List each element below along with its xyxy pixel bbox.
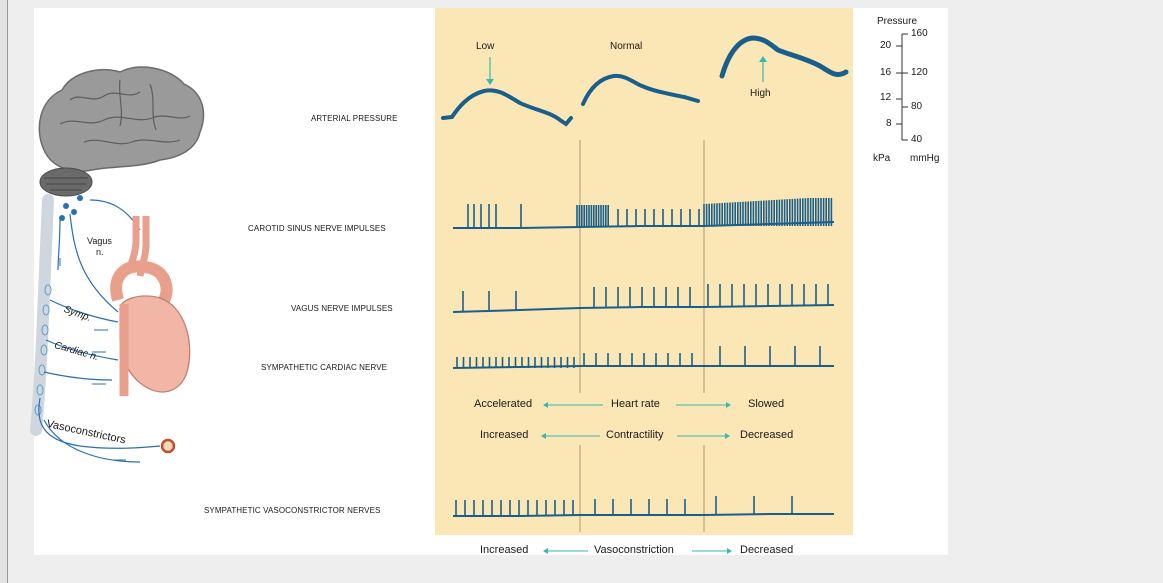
pressure-trace-normal [581,73,700,106]
contractility-right: Decreased [740,429,794,441]
low-label: Low [476,41,495,52]
vagus-baseline [452,304,835,313]
contractility-arrow-left-head [541,433,546,439]
nucleus-2 [71,209,77,215]
scale-kpa-8: 8 [886,118,892,129]
scale-kpa-unit: kPa [873,153,891,164]
scale-kpa-16: 16 [880,67,892,78]
cerebellum [39,167,93,197]
blood-vessel [160,438,176,454]
cardiac-nerve-2 [43,371,113,381]
vasoconstrictor-baseline [453,513,834,517]
vaso-arrow-right-head [727,548,732,554]
contractility-arrow-right-head [725,433,730,439]
window-edge [0,0,8,583]
contractility-left: Increased [480,429,529,441]
nerve-spikes [455,198,833,516]
scale-kpa-12: 12 [880,92,892,103]
heart-rate-left: Accelerated [474,398,533,410]
high-label: High [750,88,771,99]
cerebellum-folds [44,177,88,191]
scale-mmhg-80: 80 [911,101,923,112]
scale-mmhg-40: 40 [911,134,923,145]
nucleus-4 [77,195,83,201]
vasoconstrictor-nerve [38,397,161,449]
sympathetic-chain [34,284,52,416]
heart-rate-center: Heart rate [611,398,660,410]
sympathetic-cardiac-baseline [452,365,834,369]
vagus-nerve-label: VAGUS NERVE IMPULSES [291,304,393,313]
vasoconstriction-left: Increased [480,544,529,556]
pressure-trace-low [441,88,573,127]
nucleus-1 [63,203,69,209]
sympathetic-vaso-label: SYMPATHETIC VASOCONSTRICTOR NERVES [204,506,381,515]
high-arrow-head [759,56,767,62]
vagus-label: Vagus [87,236,112,246]
vaso-arrow-left-head [543,548,548,554]
contractility-center: Contractility [606,429,664,441]
carotid-baseline [453,221,835,229]
aortic-arch [110,260,173,304]
arterial-pressure-label: ARTERIAL PRESSURE [311,114,398,123]
sympathetic-cardiac-label: SYMPATHETIC CARDIAC NERVE [261,363,388,372]
carotid-sinus-label: CAROTID SINUS NERVE IMPULSES [248,224,386,233]
anatomy-arrows [59,258,126,461]
scale-mmhg-120: 120 [911,67,928,78]
carotid-artery-2 [136,216,150,277]
heart-rate-right: Slowed [748,398,785,410]
descending-nerve [57,219,61,271]
heart [119,295,191,393]
brain-folds [59,79,191,145]
scale-mmhg-160: 160 [911,28,928,39]
vasoconstrictor-nerve-2 [43,419,141,463]
spinal-cord [30,194,54,436]
vasoconstriction-right: Decreased [740,544,794,556]
low-arrow-head [486,79,494,85]
cardiac-nerve [45,339,119,361]
vagus-n-label: n. [96,247,104,257]
vasoconstriction-center: Vasoconstriction [594,544,674,556]
heart-rate-arrow-left-head [543,402,548,408]
scale-kpa-20: 20 [880,40,892,51]
heart-rate-arrow-right-head [726,402,731,408]
scale-title: Pressure [877,16,918,27]
vagus-nerve [69,213,119,313]
normal-label: Normal [610,41,643,52]
nucleus-3 [59,215,65,221]
symp-nerve [49,299,119,323]
pressure-trace-high [719,35,849,79]
scale-mmhg-unit: mmHg [910,153,940,164]
anatomy-illustration [30,66,205,463]
